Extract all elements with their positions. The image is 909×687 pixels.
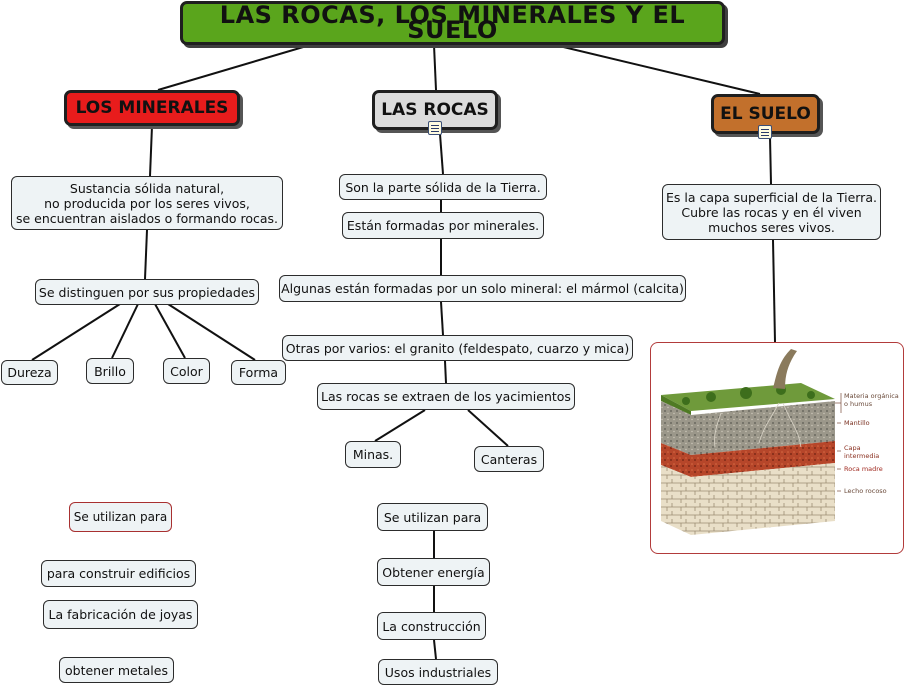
prop-brillo: Brillo (86, 358, 134, 384)
rocas-item: Algunas están formadas por un solo miner… (279, 275, 686, 302)
minerales-uso: para construir edificios (41, 560, 196, 587)
prop-dureza: Dureza (1, 360, 58, 385)
rocas-uso: Usos industriales (378, 659, 498, 685)
soil-profile-image: Materia orgánica o humus Mantillo Capa i… (650, 342, 904, 554)
soil-layer-label: Lecho rocoso (844, 487, 887, 495)
prop-forma: Forma (231, 360, 286, 385)
map-title: LAS ROCAS, LOS MINERALES Y EL SUELO (180, 1, 725, 45)
rocas-item: Están formadas por minerales. (342, 212, 544, 239)
minerales-definition: Sustancia sólida natural, no producida p… (11, 176, 283, 230)
minerales-propiedades: Se distinguen por sus propiedades (35, 279, 259, 305)
rocas-uso: Obtener energía (377, 558, 490, 586)
rocas-item: Las rocas se extraen de los yacimientos (317, 383, 575, 410)
soil-layer-label: Materia orgánica o humus (844, 392, 899, 408)
suelo-definition: Es la capa superficial de la Tierra. Cub… (662, 184, 881, 240)
minerales-uso: obtener metales (59, 657, 174, 683)
note-icon[interactable] (758, 125, 772, 139)
header-minerales: LOS MINERALES (64, 90, 240, 126)
rocas-item: Otras por varios: el granito (feldespato… (282, 335, 633, 361)
soil-profile-illustration (661, 349, 842, 535)
minerales-utilizan: Se utilizan para (69, 502, 172, 532)
prop-color: Color (163, 358, 210, 384)
rocas-uso: La construcción (377, 612, 486, 640)
rocas-utilizan: Se utilizan para (377, 503, 488, 531)
yacimiento-canteras: Canteras (474, 446, 544, 472)
note-icon[interactable] (428, 121, 442, 135)
yacimiento-minas: Minas. (345, 441, 401, 468)
soil-layer-label: Roca madre (844, 465, 883, 473)
soil-layer-label: Mantillo (844, 419, 870, 427)
soil-layer-label: Capa intermedia (844, 444, 880, 460)
minerales-uso: La fabricación de joyas (43, 600, 198, 629)
rocas-item: Son la parte sólida de la Tierra. (339, 174, 547, 200)
